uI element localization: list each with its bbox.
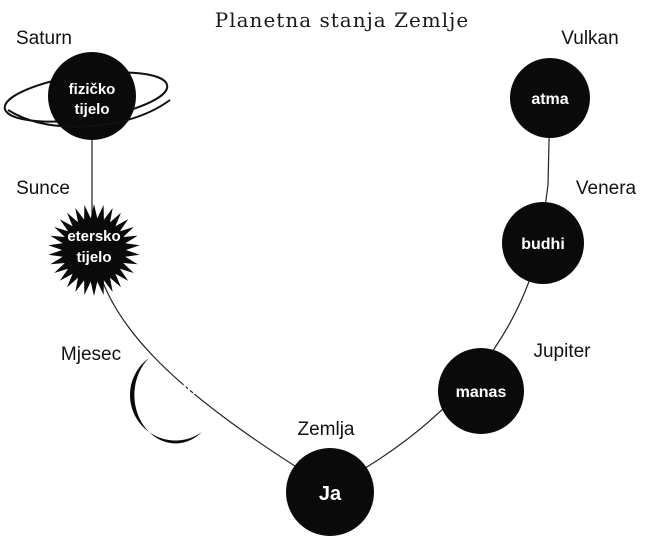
inner-label: Ja xyxy=(319,483,342,505)
planet-label-venera: Venera xyxy=(576,178,637,199)
moon-crescent xyxy=(129,358,202,444)
planet-label-vulkan: Vulkan xyxy=(561,28,618,49)
saturn-sphere xyxy=(48,52,136,140)
planet-label-zemlja: Zemlja xyxy=(297,419,354,440)
saturn-ring-front xyxy=(7,99,171,128)
venus-circle xyxy=(502,202,584,284)
diagram-title: Planetna stanja Zemlje xyxy=(215,8,469,32)
inner-label: manas xyxy=(456,384,507,401)
inner-label-line2: tijelo xyxy=(142,402,177,419)
planet-label-saturn: Saturn xyxy=(16,28,72,49)
inner-label-line1: fizičko xyxy=(69,81,116,98)
inner-label: budhi xyxy=(521,236,565,253)
planet-label-jupiter: Jupiter xyxy=(533,341,591,362)
planet-label-mjesec: Mjesec xyxy=(61,344,121,365)
stage-saturn: Saturn fizičko tijelo xyxy=(3,28,171,140)
stage-zemlja: Zemlja Ja xyxy=(286,419,374,536)
stage-vulkan: Vulkan atma xyxy=(510,28,619,138)
inner-label-line1: etersko xyxy=(67,228,120,245)
inner-label-line2: tijelo xyxy=(76,249,111,266)
earth-circle xyxy=(286,448,374,536)
jupiter-circle xyxy=(438,348,524,434)
vulcan-circle xyxy=(510,58,590,138)
stage-venera: Venera budhi xyxy=(502,178,637,284)
stage-mjesec: Mjesec astralno tijelo xyxy=(61,344,205,444)
inner-label-line1: astralno xyxy=(147,381,205,398)
sun-starburst xyxy=(48,204,140,296)
inner-label-line2: tijelo xyxy=(74,101,109,118)
planet-label-sunce: Sunce xyxy=(16,178,70,199)
stage-sunce: Sunce etersko tijelo xyxy=(16,178,140,296)
stage-jupiter: Jupiter manas xyxy=(438,341,591,434)
inner-label: atma xyxy=(531,91,568,108)
